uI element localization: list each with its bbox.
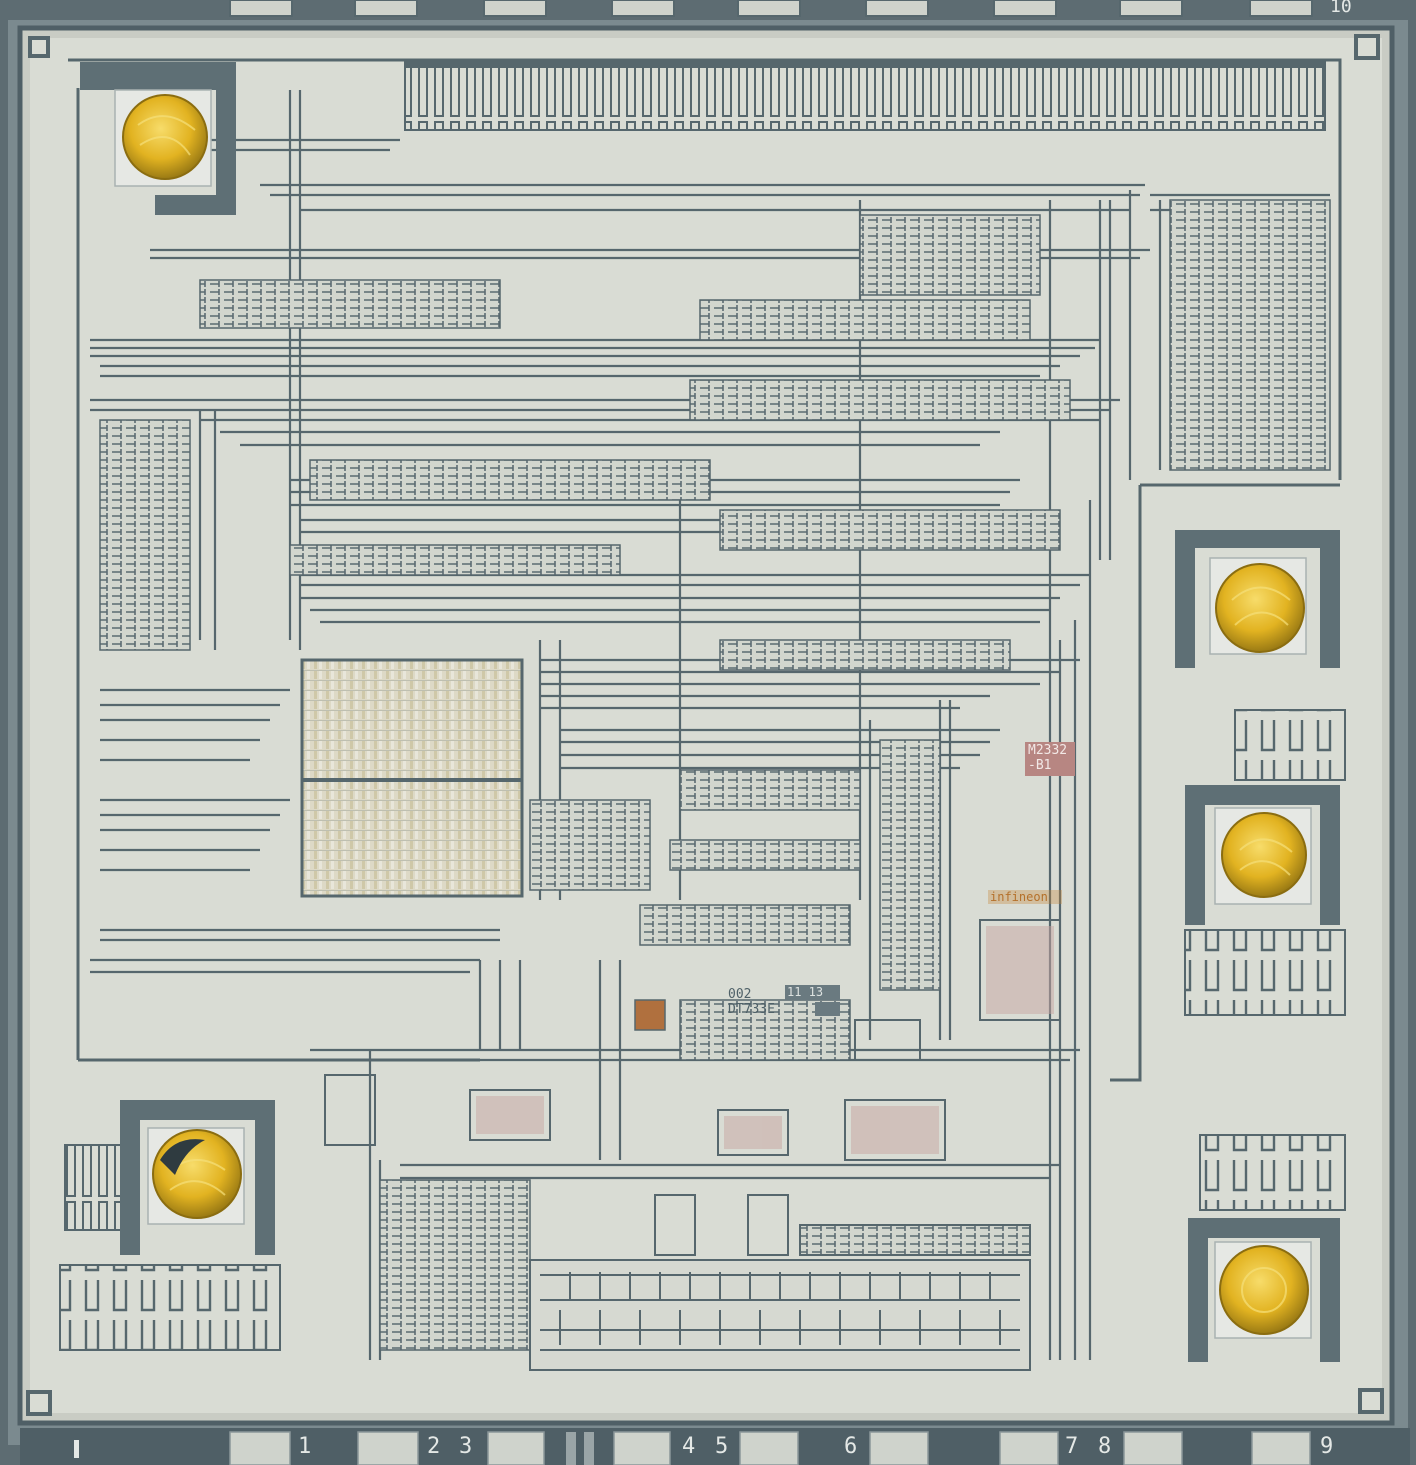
bottom-logic-block bbox=[529, 1224, 1031, 1371]
bond-pad-frames bbox=[80, 62, 1340, 1362]
fuse-block bbox=[634, 999, 666, 1031]
part-label-bg bbox=[1025, 742, 1075, 776]
code-label-line-1: 002 bbox=[728, 987, 752, 1002]
manufacturer-label: infineon bbox=[990, 890, 1048, 904]
corner-marks bbox=[26, 34, 1384, 1416]
code-label-line-1-suffix: 11 13 bbox=[787, 985, 824, 999]
pin-number-2: 2 bbox=[427, 1434, 441, 1459]
pin-number-9: 9 bbox=[1320, 1434, 1334, 1459]
top-edge-pads bbox=[229, 0, 1313, 17]
part-number-label: M2332 bbox=[1028, 743, 1068, 758]
core-frame bbox=[68, 58, 1342, 1082]
pin-number-5: 5 bbox=[715, 1434, 729, 1459]
manufacturer-label-bg bbox=[988, 890, 1062, 904]
bottom-edge-pads bbox=[20, 1428, 1410, 1465]
code-label-line-2: DT733E bbox=[728, 1002, 775, 1017]
pin-number-8: 8 bbox=[1098, 1434, 1112, 1459]
code-label-bg bbox=[785, 985, 840, 1000]
memory-array bbox=[300, 658, 524, 898]
pin-number-7: 7 bbox=[1065, 1434, 1079, 1459]
pin-number-3: 3 bbox=[459, 1434, 473, 1459]
output-driver-combs bbox=[59, 709, 1346, 1351]
pin-number-1: 1 bbox=[298, 1434, 312, 1459]
pin-number-6: 6 bbox=[844, 1434, 858, 1459]
top-bus-array bbox=[404, 59, 1326, 131]
wire-bond-right-1 bbox=[1215, 563, 1305, 653]
pin-number-10: 10 bbox=[1330, 0, 1352, 17]
analog-cells bbox=[324, 919, 1061, 1256]
revision-label: -B1 bbox=[1028, 758, 1052, 773]
logic-cell-rows bbox=[99, 199, 1331, 1351]
wire-bond-right-2 bbox=[1221, 812, 1307, 898]
pin-number-4: 4 bbox=[682, 1434, 696, 1459]
bond-pad-damage bbox=[160, 1139, 205, 1175]
wire-bond-texture bbox=[137, 115, 1293, 1313]
analog-cell-fill bbox=[476, 926, 1054, 1154]
code-label-bg-2 bbox=[815, 1002, 840, 1016]
wire-bond-right-3 bbox=[1219, 1245, 1309, 1335]
